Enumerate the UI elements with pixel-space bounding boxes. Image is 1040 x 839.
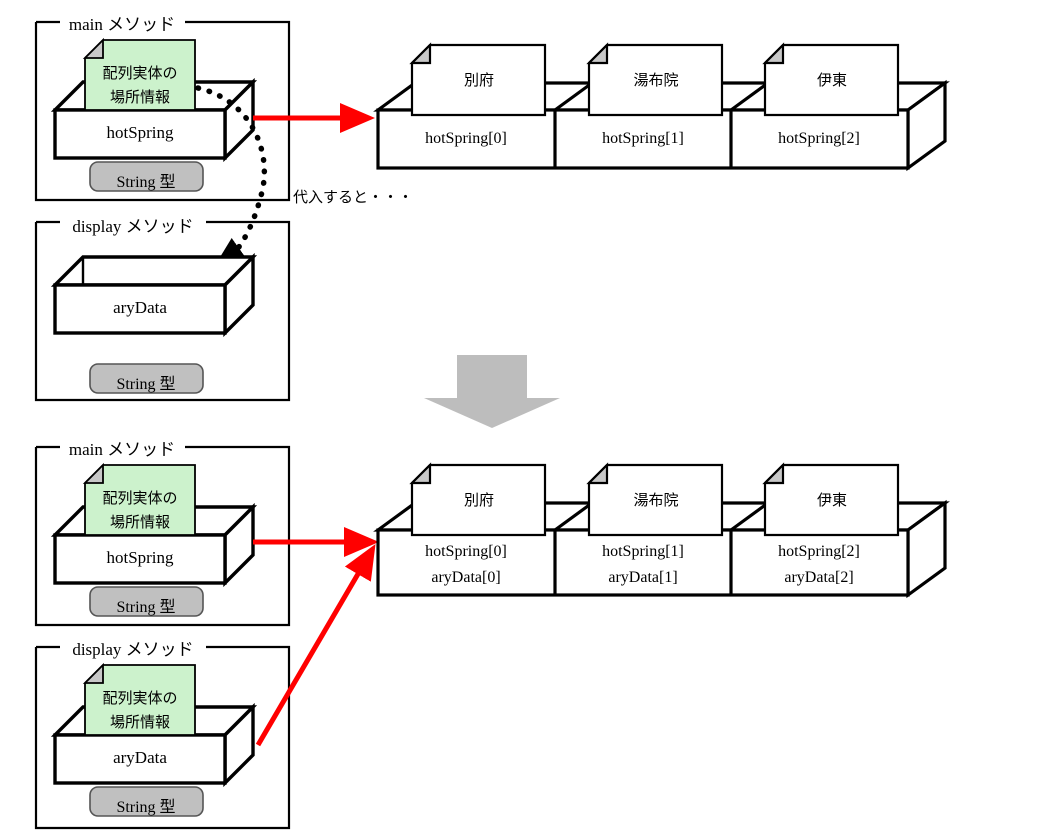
array-location-note-bottom-main xyxy=(82,462,196,536)
type-badge-bottom-main xyxy=(89,586,204,617)
array-bottom-cell-label-0a: hotSpring[0] xyxy=(425,543,507,560)
note-line2-bottom-main: 場所情報 xyxy=(109,513,171,531)
array-bottom-paper-text-1: 湯布院 xyxy=(633,491,679,509)
type-badge-label-bottom-main: String 型 xyxy=(116,599,176,616)
array-top-paper-text-0: 別府 xyxy=(463,71,495,89)
note-line2-bottom-display: 場所情報 xyxy=(109,713,171,731)
array-top-paper-text-2: 伊東 xyxy=(816,71,848,89)
array-bottom-cell-label-2a: hotSpring[2] xyxy=(778,543,860,560)
array-top-cell-label-0: hotSpring[0] xyxy=(425,130,507,147)
gray-down-arrow xyxy=(424,355,560,428)
array-bottom-cell-label-1a: hotSpring[1] xyxy=(602,543,684,560)
array-bottom xyxy=(373,462,950,599)
display-frame-bottom-border xyxy=(34,645,291,830)
array-location-note-bottom-display xyxy=(82,662,196,736)
array-top-paper-1 xyxy=(586,42,724,117)
type-badge-top-display xyxy=(89,363,204,394)
array-bottom-paper-2 xyxy=(762,462,900,537)
array-bottom-cell-label-0b: aryData[0] xyxy=(431,569,501,586)
display-frame-top-border xyxy=(34,220,291,402)
hotspring-label-top: hotSpring xyxy=(106,123,174,142)
array-bottom-cell-label-1b: aryData[1] xyxy=(608,569,678,586)
arydata-label-top: aryData xyxy=(113,298,167,317)
main-frame-bottom-label: main メソッド xyxy=(68,440,176,459)
red-arrow-bottom-display xyxy=(255,543,376,747)
array-bottom-paper-1 xyxy=(586,462,724,537)
note-line2-top-main: 場所情報 xyxy=(109,88,171,106)
array-top-cell-label-2: hotSpring[2] xyxy=(778,130,860,147)
array-top-paper-text-1: 湯布院 xyxy=(633,71,679,89)
array-bottom-paper-text-0: 別府 xyxy=(463,491,495,509)
type-badge-label-top-main: String 型 xyxy=(116,174,176,191)
display-frame-bottom-label: display メソッド xyxy=(72,640,194,659)
array-top-paper-2 xyxy=(762,42,900,117)
main-frame-bottom-border xyxy=(34,445,291,627)
note-line1-top-main: 配列実体の xyxy=(102,64,178,82)
array-top xyxy=(373,42,950,172)
hotspring-label-bottom: hotSpring xyxy=(106,548,174,567)
array-location-note-top-main xyxy=(82,37,196,111)
assignment-caption: 代入すると・・・ xyxy=(293,188,414,206)
main-frame-top-label: main メソッド xyxy=(68,15,176,34)
main-frame-top-border xyxy=(34,20,291,202)
type-badge-bottom-display xyxy=(89,786,204,817)
array-top-paper-0 xyxy=(409,42,547,117)
note-line1-bottom-display: 配列実体の xyxy=(102,689,178,707)
array-bottom-paper-text-2: 伊東 xyxy=(816,491,848,509)
array-bottom-cell-label-2b: aryData[2] xyxy=(784,569,854,586)
arydata-label-bottom: aryData xyxy=(113,748,167,767)
type-badge-top-main xyxy=(89,161,204,192)
array-bottom-paper-0 xyxy=(409,462,547,537)
type-badge-label-top-display: String 型 xyxy=(116,376,176,393)
display-frame-top-label: display メソッド xyxy=(72,217,194,236)
array-top-cell-label-1: hotSpring[1] xyxy=(602,130,684,147)
note-line1-bottom-main: 配列実体の xyxy=(102,489,178,507)
arydata-box-top xyxy=(50,252,258,338)
type-badge-label-bottom-display: String 型 xyxy=(116,799,176,816)
